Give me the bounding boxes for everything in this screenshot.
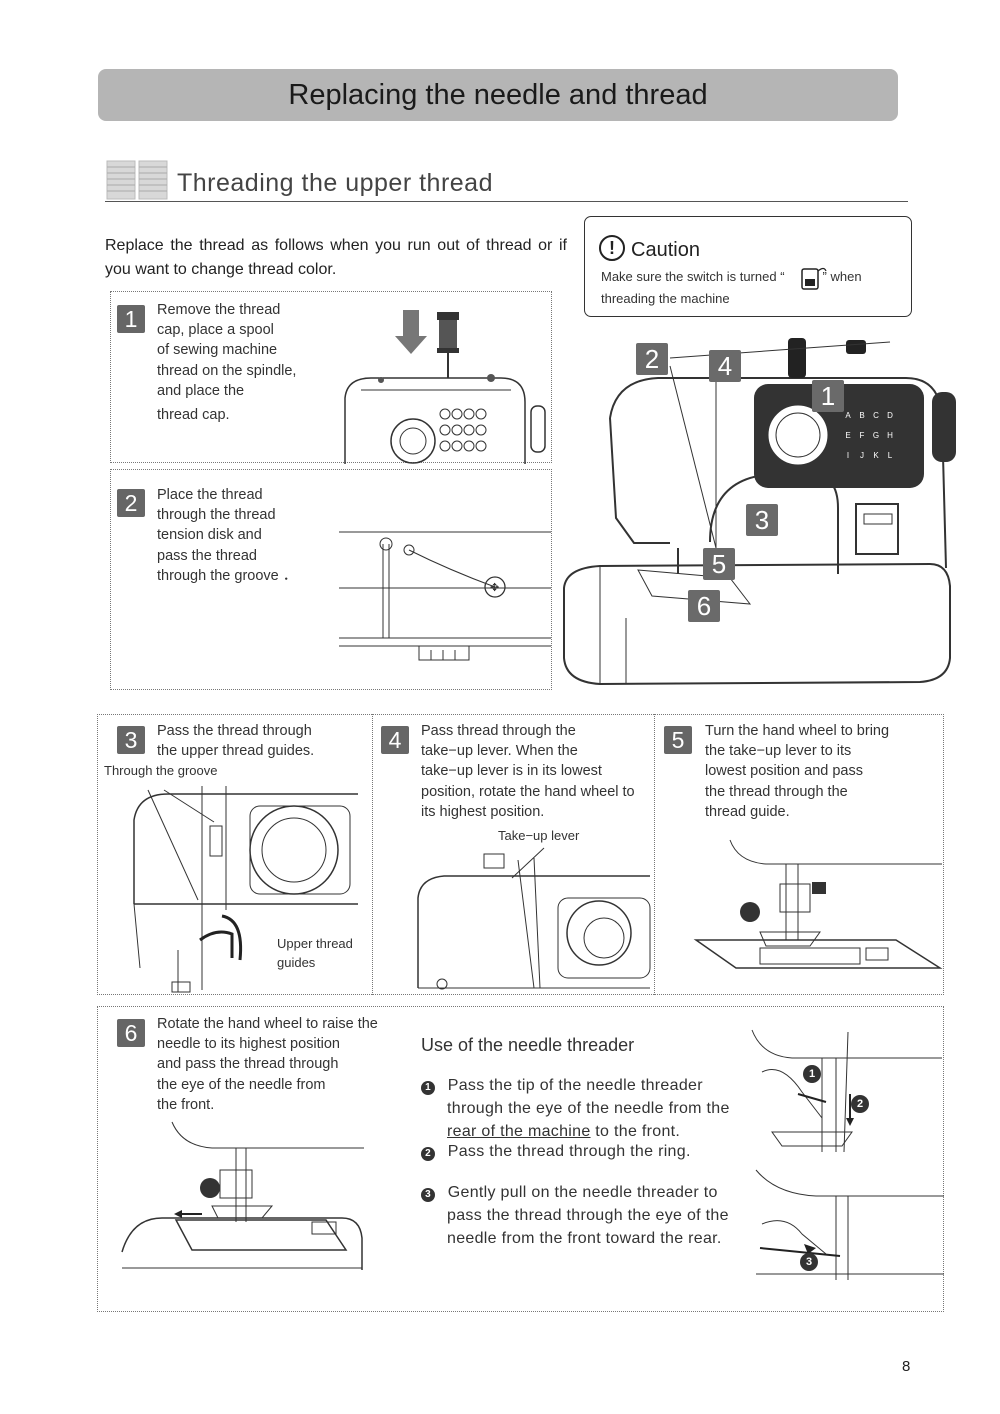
svg-text:H: H <box>887 431 893 440</box>
spool-on-spindle-illustration <box>344 310 546 464</box>
divider <box>654 714 655 995</box>
steps-3-5-row <box>97 714 944 995</box>
caution-title: Caution <box>631 239 700 261</box>
upper-thread-guides-illustration <box>133 786 358 993</box>
svg-text:G: G <box>873 431 879 440</box>
step-1-number: 1 <box>117 305 145 333</box>
diagram-callout-4: 4 <box>709 350 741 382</box>
divider <box>372 714 373 995</box>
svg-text:B: B <box>859 411 864 420</box>
svg-text:J: J <box>860 451 864 460</box>
bullet-1: 1 <box>421 1081 435 1095</box>
warning-icon: ! <box>599 235 625 261</box>
diagram-callout-5: 5 <box>703 548 735 580</box>
bullet-2: 2 <box>421 1147 435 1161</box>
page-title-bar: Replacing the needle and thread <box>98 69 898 121</box>
page-title: Replacing the needle and thread <box>288 78 708 111</box>
threader-item-3: 3 Gently pull on the needle threader to … <box>421 1181 729 1250</box>
diagram-callout-1: 1 <box>812 380 844 412</box>
diagram-callout-6: 6 <box>688 590 720 622</box>
intro-text: Replace the thread as follows when you r… <box>105 237 567 278</box>
needle-threader-illustration-bottom <box>755 1169 944 1280</box>
tension-disk-illustration: ✥ <box>339 531 551 661</box>
power-switch-icon <box>801 267 827 290</box>
svg-text:F: F <box>860 431 865 440</box>
caution-box: ! Caution Make sure the switch is turned… <box>584 216 912 317</box>
section-title: Threading the upper thread <box>177 169 493 197</box>
step-6-box <box>97 1006 944 1312</box>
caution-line-1: Make sure the switch is turned “” when <box>601 269 862 284</box>
needle-threader-illustration-top <box>751 1029 942 1153</box>
caution-line-2: threading the machine <box>601 291 730 306</box>
bullet-3: 3 <box>421 1188 435 1202</box>
section-heading: Threading the upper thread <box>105 155 908 202</box>
raise-needle-illustration <box>121 1121 364 1270</box>
svg-text:A: A <box>845 411 851 420</box>
diagram-callout-3: 3 <box>746 504 778 536</box>
svg-text:C: C <box>873 411 879 420</box>
svg-text:L: L <box>888 451 893 460</box>
take-up-lever-illustration <box>417 847 651 990</box>
svg-text:I: I <box>847 451 849 460</box>
svg-text:D: D <box>887 411 893 420</box>
step-3-number: 3 <box>117 726 145 754</box>
step-6-number: 6 <box>117 1019 145 1047</box>
svg-text:K: K <box>873 451 879 460</box>
take-up-lever-label: Take−up lever <box>498 828 580 843</box>
threader-item-2: 2 Pass the thread through the ring. <box>421 1140 691 1163</box>
thread-guide-illustration <box>693 839 943 969</box>
page-number: 8 <box>902 1358 911 1375</box>
groove-label: Through the groove <box>104 763 218 778</box>
diagram-callout-2: 2 <box>636 343 668 375</box>
step-5-number: 5 <box>664 726 692 754</box>
threader-callout-1: 1 <box>803 1065 821 1083</box>
step-4-number: 4 <box>381 726 409 754</box>
threader-callout-3: 3 <box>800 1253 818 1271</box>
thread-spools-icon <box>106 160 168 200</box>
threader-callout-2: 2 <box>851 1095 869 1113</box>
step-2-number: 2 <box>117 489 145 517</box>
svg-text:✥: ✥ <box>490 582 499 594</box>
needle-threader-title: Use of the needle threader <box>421 1035 635 1055</box>
threader-item-1: 1 Pass the tip of the needle threader th… <box>421 1074 730 1143</box>
svg-text:E: E <box>845 431 850 440</box>
